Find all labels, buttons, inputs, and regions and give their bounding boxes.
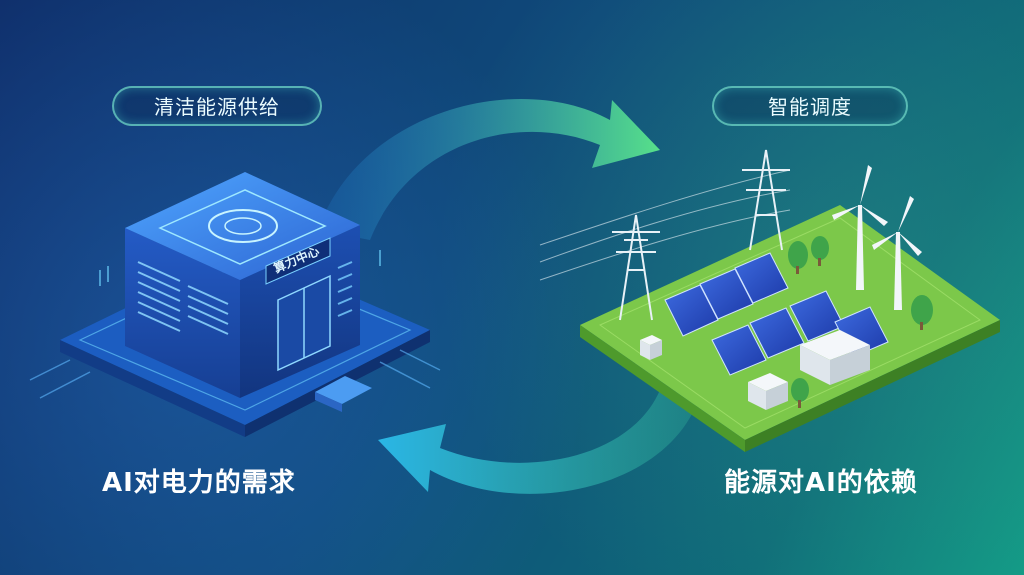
substation-building-icon xyxy=(640,330,870,410)
smart-dispatch-label: 智能调度 xyxy=(712,86,908,126)
energy-dependence-caption: 能源对AI的依赖 xyxy=(724,468,918,498)
solar-panel-icon xyxy=(664,252,889,376)
clean-energy-supply-label: 清洁能源供给 xyxy=(112,86,322,126)
power-tower-icon xyxy=(539,149,791,321)
ai-power-demand-caption: AI对电力的需求 xyxy=(102,468,296,498)
cycle-arrow-top xyxy=(318,98,660,240)
cycle-arrow-bottom xyxy=(378,390,700,494)
tree-icons xyxy=(788,236,933,408)
data-center-building-icon: 算力中心 xyxy=(29,172,441,437)
wind-turbine-icon xyxy=(832,165,922,310)
